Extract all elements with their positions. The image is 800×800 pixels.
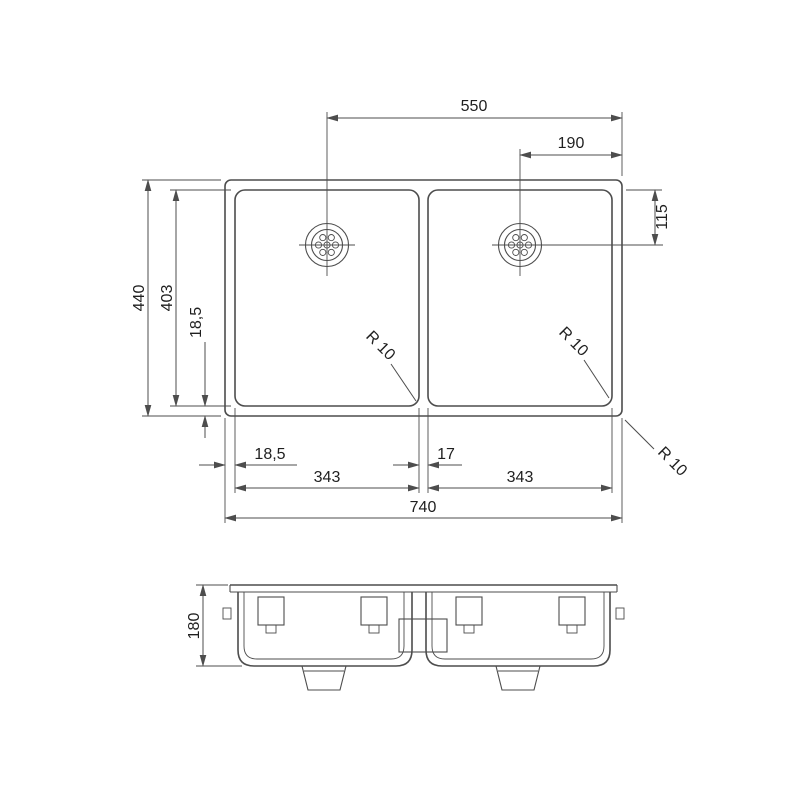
clip-tab bbox=[368, 624, 380, 634]
radius-outer-corner-label: R 10 bbox=[654, 444, 690, 480]
waste-kit-box bbox=[398, 618, 448, 653]
left-bowl-profile bbox=[237, 592, 413, 667]
mounting-clip bbox=[360, 596, 388, 634]
clip-tab bbox=[566, 624, 578, 634]
clip-body bbox=[455, 596, 483, 626]
radius-right-bowl-label: R 10 bbox=[555, 324, 591, 360]
drain-hole bbox=[524, 241, 533, 249]
drain-hole bbox=[512, 248, 520, 256]
sink-outer-rect bbox=[224, 179, 623, 417]
dim-115: 115 bbox=[626, 189, 671, 246]
clip-body bbox=[360, 596, 388, 626]
dim-18-5-vertical-label: 18,5 bbox=[188, 307, 205, 338]
right-drain-boss bbox=[495, 665, 541, 691]
dim-343-left-label: 343 bbox=[314, 469, 341, 486]
clip-body bbox=[558, 596, 586, 626]
right-bowl-inner-profile bbox=[431, 592, 605, 660]
radius-left-bowl: R 10 bbox=[362, 328, 417, 402]
drain-hole bbox=[314, 241, 323, 249]
dim-440-label: 440 bbox=[131, 285, 148, 312]
dim-17: 17 bbox=[393, 446, 462, 469]
dim-403-label: 403 bbox=[159, 285, 176, 312]
dim-18-5-bottom: 18,5 bbox=[199, 446, 297, 469]
dim-550-label: 550 bbox=[461, 98, 488, 115]
top-view: 550 190 115 440 403 bbox=[131, 98, 690, 523]
dim-740: 740 bbox=[224, 499, 623, 522]
leader-line bbox=[583, 359, 610, 399]
dim-343-right: 343 bbox=[427, 469, 613, 492]
drain-hole bbox=[327, 248, 335, 256]
drain-hole bbox=[516, 241, 524, 249]
dim-17-label: 17 bbox=[437, 446, 455, 463]
drain-inner-ring bbox=[310, 228, 344, 262]
side-clip-left bbox=[222, 607, 232, 620]
drain-inner-ring bbox=[503, 228, 537, 262]
drain-hole bbox=[512, 234, 520, 242]
dim-180-label: 180 bbox=[186, 613, 203, 640]
drain-hole bbox=[327, 234, 335, 242]
drain-hole bbox=[319, 248, 327, 256]
left-bowl-inner-profile bbox=[243, 592, 405, 660]
dim-180: 180 bbox=[186, 584, 242, 667]
clip-tab bbox=[265, 624, 277, 634]
mounting-clip bbox=[257, 596, 285, 634]
dim-343-right-label: 343 bbox=[507, 469, 534, 486]
dim-190: 190 bbox=[519, 135, 623, 159]
radius-left-bowl-label: R 10 bbox=[362, 328, 398, 364]
dim-740-label: 740 bbox=[410, 499, 437, 516]
dim-190-label: 190 bbox=[558, 135, 585, 152]
front-view: 180 bbox=[186, 584, 625, 691]
dim-550: 550 bbox=[326, 98, 623, 176]
drain-boss-shape bbox=[495, 665, 541, 691]
dim-343-left: 343 bbox=[234, 469, 420, 492]
radius-outer-corner: R 10 bbox=[624, 419, 690, 480]
dim-18-5-vertical: 18,5 bbox=[188, 307, 209, 438]
dim-18-5-bottom-label: 18,5 bbox=[254, 446, 285, 463]
right-bowl-profile bbox=[425, 592, 611, 667]
drain-outer-ring bbox=[304, 222, 350, 268]
dim-440: 440 bbox=[131, 179, 221, 417]
left-drain-boss bbox=[301, 665, 347, 691]
clip-tab bbox=[463, 624, 475, 634]
drain-outer-ring bbox=[497, 222, 543, 268]
right-drain bbox=[492, 149, 663, 276]
side-clip-right bbox=[615, 607, 625, 620]
leader-line bbox=[624, 419, 655, 450]
drain-boss-shape bbox=[301, 665, 347, 691]
drain-hole bbox=[520, 248, 528, 256]
drain-hole bbox=[507, 241, 516, 249]
radius-right-bowl: R 10 bbox=[555, 324, 610, 399]
clip-body bbox=[257, 596, 285, 626]
drain-hole bbox=[520, 234, 528, 242]
left-drain bbox=[299, 112, 355, 276]
drain-hole bbox=[319, 234, 327, 242]
leader-line bbox=[390, 363, 417, 402]
drain-hole bbox=[331, 241, 340, 249]
dim-403: 403 bbox=[159, 189, 231, 407]
dim-115-label: 115 bbox=[654, 204, 671, 230]
mounting-clip bbox=[558, 596, 586, 634]
drain-hole bbox=[323, 241, 331, 249]
mounting-clip bbox=[455, 596, 483, 634]
